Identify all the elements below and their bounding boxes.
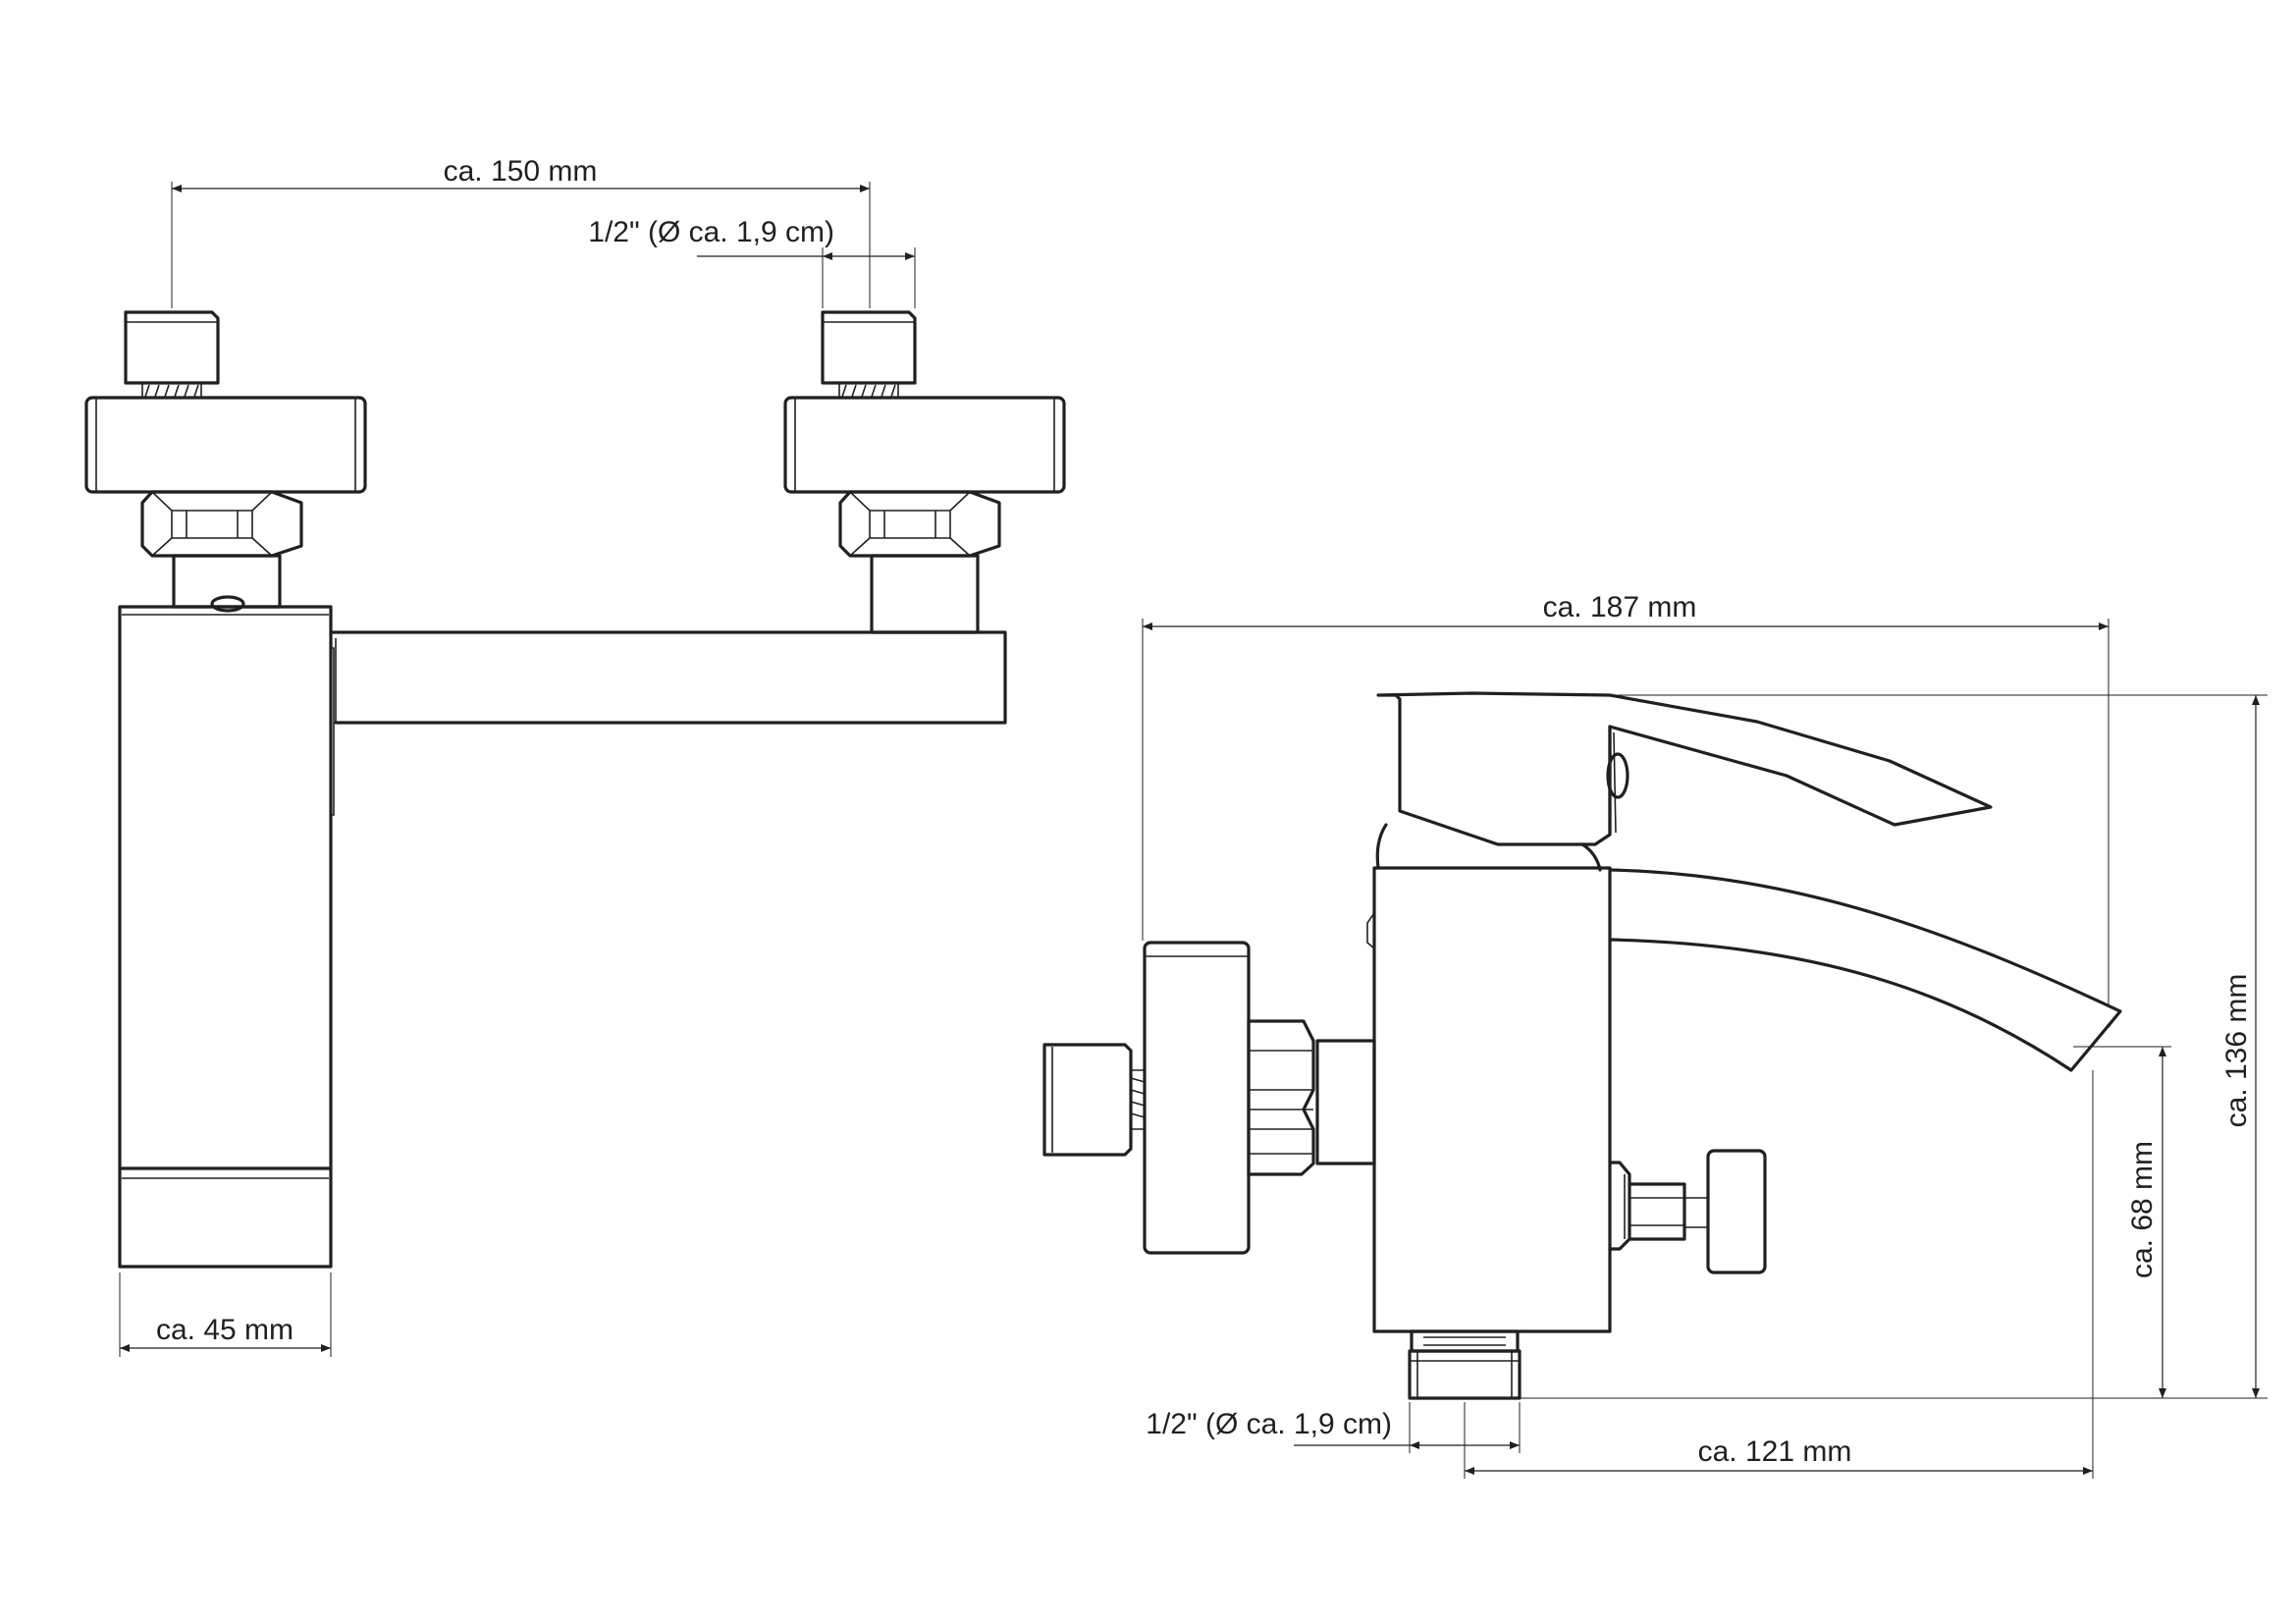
diverter-knob xyxy=(1608,1149,1767,1274)
dimension-lines xyxy=(119,182,2268,1479)
dim-label-150mm: ca. 150 mm xyxy=(444,155,598,188)
dim-label-121mm: ca. 121 mm xyxy=(1698,1435,1852,1468)
front-spout xyxy=(329,630,1007,725)
wall-connector xyxy=(1042,941,1376,1255)
right-connector xyxy=(783,310,1066,634)
lever-handle xyxy=(1375,691,1993,872)
side-view xyxy=(1042,691,2122,1400)
left-connector xyxy=(84,310,367,613)
dim-label-45mm: ca. 45 mm xyxy=(156,1314,294,1346)
bottom-outlet xyxy=(1408,1329,1522,1400)
front-view xyxy=(84,310,1066,1269)
dim-label-187mm: ca. 187 mm xyxy=(1543,591,1697,623)
side-spout xyxy=(1608,868,2122,1072)
dim-label-136mm: ca. 136 mm xyxy=(2220,974,2253,1128)
dim-label-pipe-side: 1/2" (Ø ca. 1,9 cm) xyxy=(1146,1408,1392,1440)
front-body xyxy=(118,605,335,1269)
dim-label-pipe-front: 1/2" (Ø ca. 1,9 cm) xyxy=(588,216,834,248)
dimension-labels: ca. 150 mm 1/2" (Ø ca. 1,9 cm) ca. 45 mm… xyxy=(156,155,2253,1468)
dim-label-68mm: ca. 68 mm xyxy=(2126,1141,2159,1278)
side-body xyxy=(1366,866,1612,1333)
